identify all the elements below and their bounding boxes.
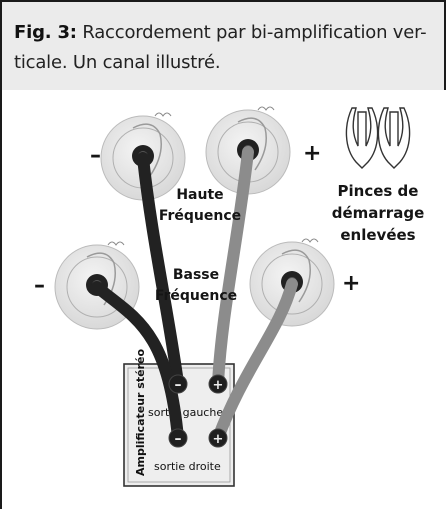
amplifier-box: Amplificateur stéréo sortie gauche sorti… <box>123 349 235 487</box>
figure-number: Fig. 3: <box>14 22 77 43</box>
left-output-label: sortie gauche <box>148 406 223 419</box>
amplifier-terminals: – + – + <box>168 374 228 448</box>
svg-text:+: + <box>213 432 224 447</box>
caption-box: Fig. 3: Raccordement par bi-amplificatio… <box>0 0 446 90</box>
jumpers-label-1: Pinces de <box>338 182 419 200</box>
cable-high-plus <box>212 146 254 389</box>
cable-high-minus <box>137 152 184 389</box>
low-minus-sign: – <box>34 273 45 298</box>
cable-low-plus <box>212 278 298 444</box>
speaker-cables <box>91 146 298 444</box>
high-plus-sign: + <box>303 141 321 166</box>
high-frequency-label-2: Fréquence <box>159 208 241 224</box>
low-frequency-label-2: Fréquence <box>155 288 237 304</box>
cable-low-minus <box>91 281 184 444</box>
low-frequency-label-1: Basse <box>173 267 219 283</box>
jumpers-label-3: enlevées <box>340 226 415 244</box>
svg-text:+: + <box>213 378 224 393</box>
high-frequency-label-1: Haute <box>176 187 223 203</box>
svg-text:–: – <box>175 377 182 393</box>
caption-line-1: Raccordement par bi-amplification ver- <box>82 22 427 43</box>
jumper-clip-icon <box>345 107 411 169</box>
right-output-label: sortie droite <box>154 460 221 473</box>
svg-text:–: – <box>175 431 182 447</box>
amplifier-title: Amplificateur stéréo <box>134 349 147 476</box>
caption-line-2: ticale. Un canal illustré. <box>14 52 221 73</box>
low-plus-sign: + <box>342 271 360 296</box>
jumpers-label-2: démarrage <box>332 204 425 222</box>
figure-caption: Fig. 3: Raccordement par bi-amplificatio… <box>14 18 434 78</box>
frame-border <box>0 90 2 509</box>
high-minus-sign: – <box>90 143 101 168</box>
